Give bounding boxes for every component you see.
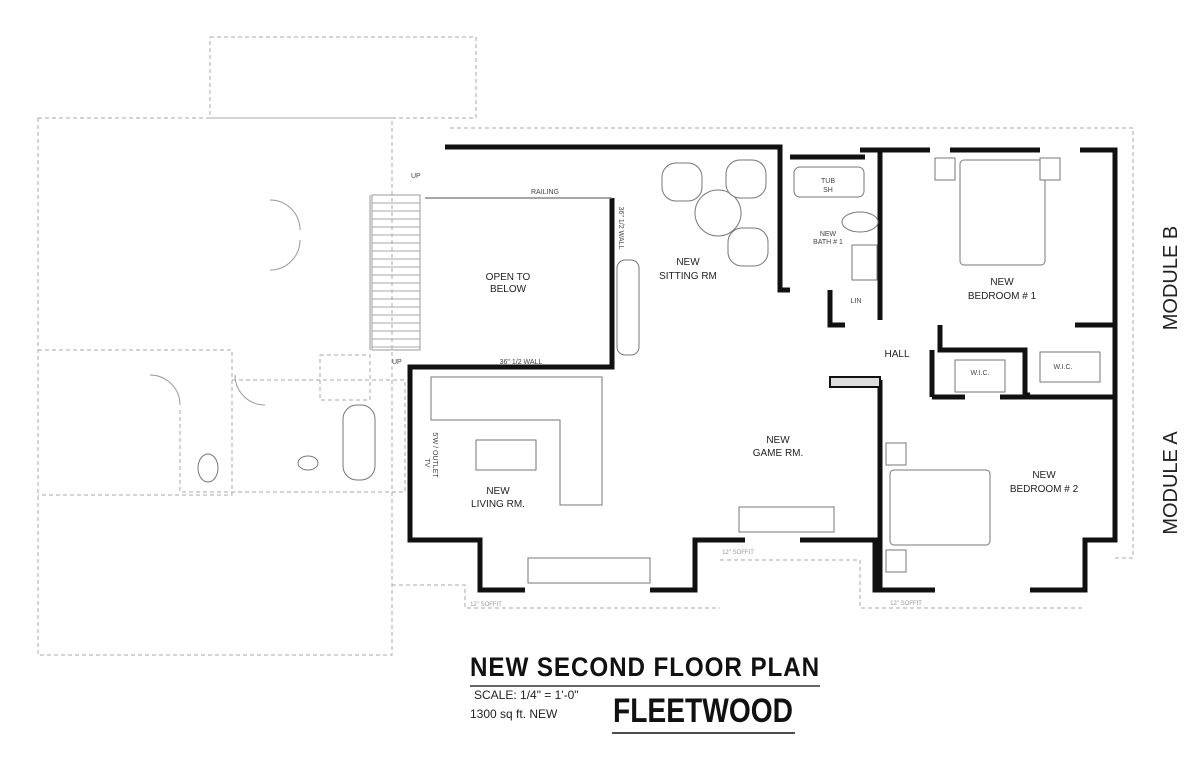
note-soffit-3: 12" SOFFIT [890,601,922,607]
module-b-label: MODULE B [1160,226,1182,330]
tub-l1: TUB [821,178,835,185]
room-wic2: W.I.C. [1053,364,1072,371]
room-bed2-l1: NEW [1032,470,1056,481]
note-tv: TV [423,459,430,468]
note-up-1: UP [411,173,421,180]
project-name: FLEETWOOD [613,692,793,730]
note-up-2: UP [392,359,402,366]
note-soffit-2: 12" SOFFIT [470,602,502,608]
room-game-l2: GAME RM. [753,448,804,459]
room-lin: LIN [851,298,862,305]
room-bath-l1: NEW [820,231,837,238]
note-railing: RAILING [531,189,559,196]
room-labels: OPEN TO BELOW NEW SITTING RM TUB SH NEW … [471,178,1079,510]
scale-text: SCALE: 1/4" = 1'-0" [474,688,579,702]
title-block: NEW SECOND FLOOR PLAN SCALE: 1/4" = 1'-0… [470,652,820,734]
room-bed2-l2: BEDROOM # 2 [1010,484,1079,495]
existing-structure [37,36,1134,656]
room-sitting-l2: SITTING RM [659,271,717,282]
plan-title: NEW SECOND FLOOR PLAN [470,652,820,682]
note-tv-outlet: 5'W / OUTLET [431,432,438,478]
area-text: 1300 sq ft. NEW [470,707,558,721]
room-living-l2: LIVING RM. [471,499,525,510]
note-half-wall-v: 36" 1/2 WALL [617,207,624,250]
room-open-below-l2: BELOW [490,284,527,295]
room-bed1-l1: NEW [990,277,1014,288]
room-open-below-l1: OPEN TO [486,272,531,283]
note-soffit-1: 12" SOFFIT [722,550,754,556]
room-bed1-l2: BEDROOM # 1 [968,291,1037,302]
tub-l2: SH [823,187,833,194]
room-sitting-l1: NEW [676,257,700,268]
room-wic1: W.I.C. [970,370,989,377]
furniture [430,157,1101,584]
note-half-wall-h: 36" 1/2 WALL [500,359,543,366]
room-bath-l2: BATH # 1 [813,239,843,246]
notes: UP UP RAILING 36" 1/2 WALL 36" 1/2 WALL … [392,173,1182,608]
stairs [371,194,421,351]
room-game-l1: NEW [766,435,790,446]
module-a-label: MODULE A [1160,431,1182,535]
room-hall: HALL [884,349,909,360]
new-walls [407,144,1118,593]
room-living-l1: NEW [486,486,510,497]
